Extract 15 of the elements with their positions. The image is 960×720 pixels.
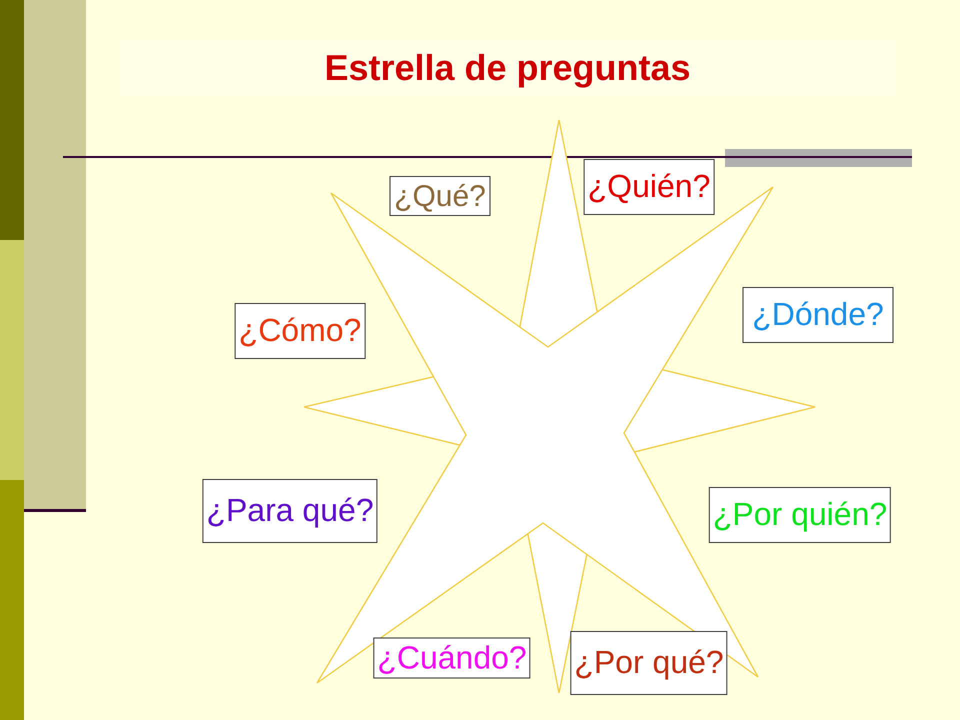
- title: Estrella de preguntas: [324, 48, 691, 88]
- question-box: [584, 159, 714, 215]
- question-text: ¿Quién?: [588, 169, 710, 205]
- question-box: [570, 631, 728, 695]
- question-text: ¿Cuándo?: [377, 640, 527, 676]
- question-box: [708, 487, 892, 543]
- question-text: ¿Cómo?: [238, 313, 362, 349]
- question-text: ¿Por quién?: [712, 497, 888, 533]
- question-text: ¿Para qué?: [206, 493, 374, 529]
- question-box: [742, 287, 894, 343]
- question-text: ¿Qué?: [394, 180, 486, 212]
- question-text: ¿Por qué?: [574, 645, 724, 681]
- question-text: ¿Dónde?: [752, 297, 884, 333]
- question-box: [234, 303, 366, 359]
- question-box: [202, 479, 378, 543]
